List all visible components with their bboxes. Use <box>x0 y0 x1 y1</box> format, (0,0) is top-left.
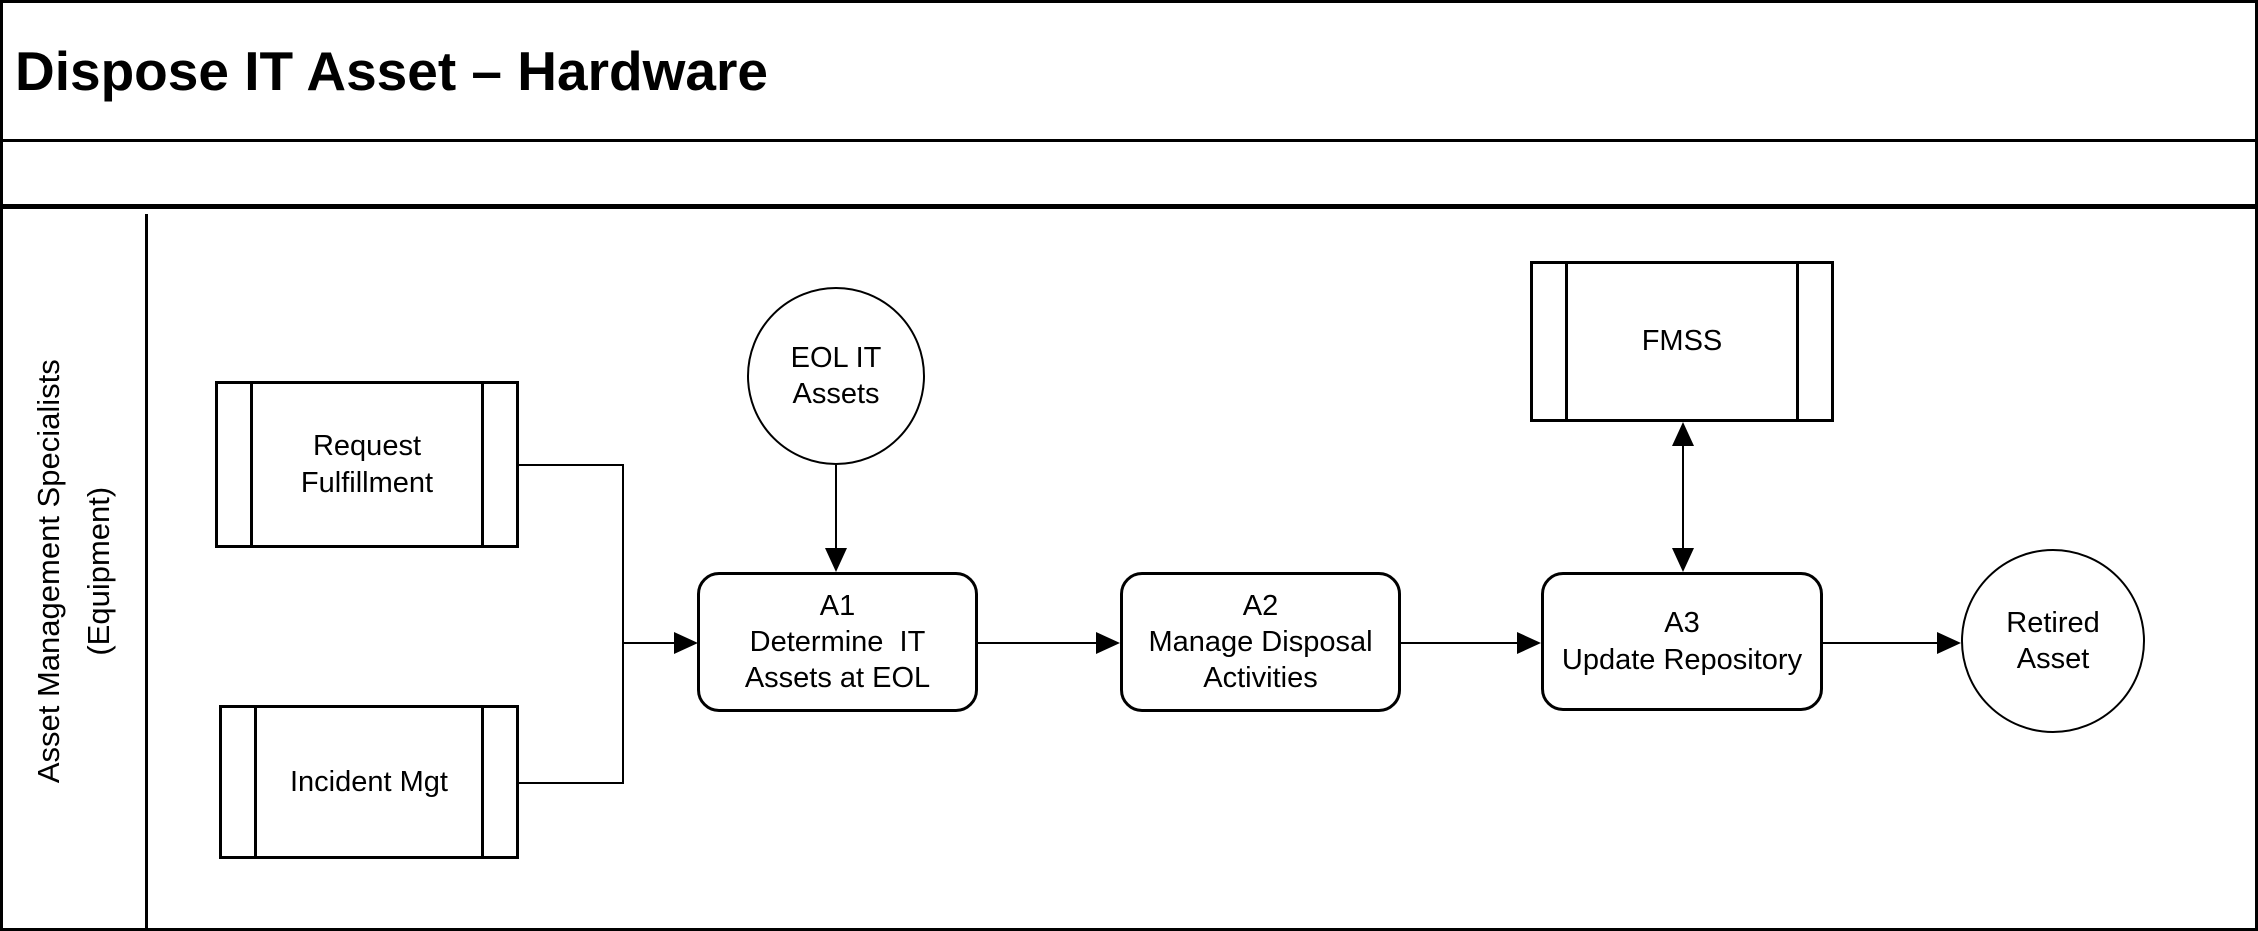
subprocess-stripe-icon <box>1796 264 1799 419</box>
node-a1-determine-it-assets-at-eol: A1 Determine IT Assets at EOL <box>697 572 978 712</box>
connector-a3-to-retired <box>1823 642 1937 644</box>
connector-eol-to-a1 <box>835 465 837 550</box>
connector-merge-to-a1 <box>622 642 676 644</box>
node-eol-it-assets: EOL IT Assets <box>747 287 925 465</box>
node-label: Request Fulfillment <box>300 430 434 499</box>
connector-a2-to-a3 <box>1401 642 1517 644</box>
node-a3-update-repository: A3 Update Repository <box>1541 572 1823 711</box>
node-a2-manage-disposal-activities: A2 Manage Disposal Activities <box>1120 572 1401 712</box>
node-label: A1 Determine IT Assets at EOL <box>744 589 931 695</box>
arrowhead-down-icon <box>1672 548 1694 572</box>
swimlane-label-text: Asset Management Specialists (Equipment) <box>30 359 116 783</box>
node-label: FMSS <box>1641 325 1723 358</box>
node-retired-asset: Retired Asset <box>1961 549 2145 733</box>
subprocess-stripe-icon <box>481 384 484 545</box>
page-title: Dispose IT Asset – Hardware <box>15 40 768 102</box>
connector-a1-to-a2 <box>978 642 1096 644</box>
swimlane-label: Asset Management Specialists (Equipment) <box>3 214 148 928</box>
arrowhead-right-icon <box>1096 632 1120 654</box>
node-request-fulfillment: Request Fulfillment <box>215 381 519 548</box>
connector-a3-fmss-bidirectional <box>1682 444 1684 550</box>
subprocess-stripe-icon <box>481 708 484 856</box>
arrowhead-right-icon <box>674 632 698 654</box>
subprocess-stripe-icon <box>254 708 257 856</box>
arrowhead-right-icon <box>1937 632 1961 654</box>
arrowhead-right-icon <box>1517 632 1541 654</box>
subprocess-stripe-icon <box>250 384 253 545</box>
subprocess-stripe-icon <box>1565 264 1568 419</box>
connector-merge-vertical <box>622 464 624 784</box>
phase-band <box>3 145 2255 209</box>
connector-incident-to-merge <box>519 782 623 784</box>
node-label: A2 Manage Disposal Activities <box>1148 589 1373 695</box>
arrowhead-down-icon <box>825 548 847 572</box>
node-incident-mgt: Incident Mgt <box>219 705 519 859</box>
arrowhead-up-icon <box>1672 422 1694 446</box>
node-label: EOL IT Assets <box>790 341 882 410</box>
connector-request-to-merge <box>519 464 623 466</box>
node-label: Incident Mgt <box>290 765 448 798</box>
title-bar: Dispose IT Asset – Hardware <box>3 3 2255 142</box>
node-fmss: FMSS <box>1530 261 1834 422</box>
node-label: A3 Update Repository <box>1561 607 1803 676</box>
node-label: Retired Asset <box>2006 606 2100 675</box>
